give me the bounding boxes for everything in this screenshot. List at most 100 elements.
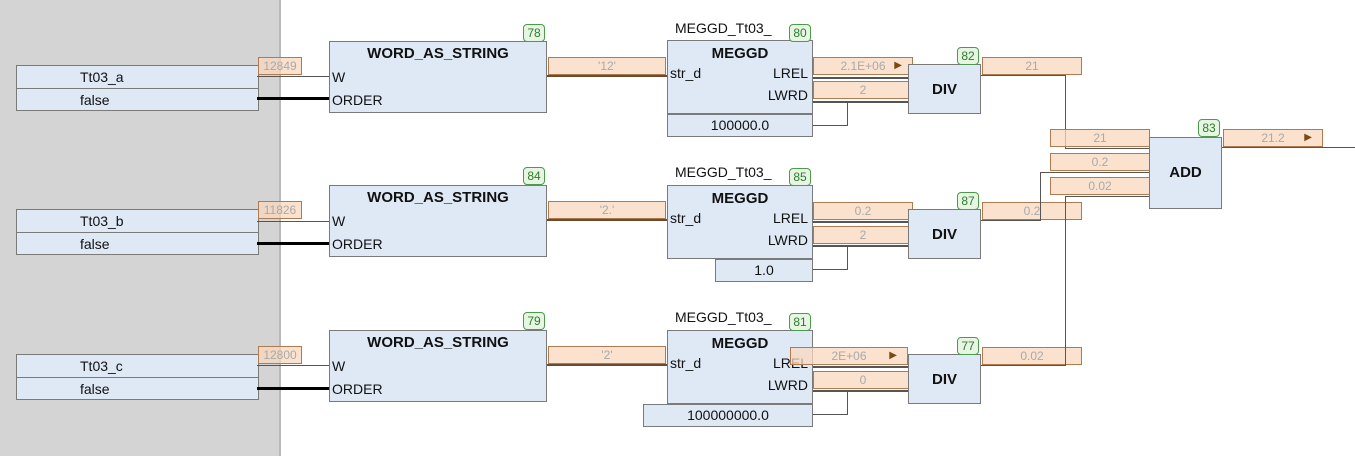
pin-lrel: LREL — [772, 210, 808, 226]
input-monitor: 12849 — [258, 57, 302, 75]
pin-w: W — [332, 213, 346, 229]
div-block[interactable]: DIV — [908, 354, 981, 404]
wire — [813, 366, 908, 368]
execution-order-badge: 80 — [789, 24, 811, 42]
meggd-instance-name[interactable]: MEGGD_Tt03_ — [675, 20, 772, 36]
word-as-string-block[interactable]: WORD_AS_STRING W ORDER — [329, 185, 547, 257]
arrow-icon: ▶ — [1304, 132, 1312, 143]
wire — [813, 77, 908, 79]
meggd-instance-name[interactable]: MEGGD_Tt03_ — [675, 309, 772, 325]
lwrd-monitor: 2 — [813, 81, 913, 99]
execution-order-badge: 82 — [957, 47, 979, 65]
meggd-block[interactable]: MEGGD str_d LREL LWRD — [667, 40, 813, 114]
wire — [547, 364, 667, 366]
input-variable-box[interactable]: Tt03_c false — [16, 354, 259, 400]
pin-str-d: str_d — [670, 355, 702, 371]
block-title: MEGGD — [711, 335, 769, 352]
arrow-icon: ▶ — [889, 350, 897, 361]
wire — [813, 269, 848, 270]
execution-order-badge: 87 — [957, 192, 979, 210]
input-variable-box[interactable]: Tt03_a false — [16, 65, 259, 111]
wire — [257, 76, 329, 77]
wire — [547, 219, 667, 221]
pin-w: W — [332, 358, 346, 374]
string-monitor: '2.' — [548, 201, 666, 219]
wire-bool — [257, 242, 329, 245]
meggd-constant[interactable]: 100000000.0 — [643, 404, 813, 427]
block-title: WORD_AS_STRING — [367, 189, 509, 206]
meggd-constant[interactable]: 1.0 — [715, 259, 813, 282]
order-value[interactable]: false — [17, 88, 258, 110]
wire — [847, 390, 848, 415]
wire-bool — [257, 387, 329, 390]
wire — [1065, 196, 1066, 366]
add-output-monitor: 21.2 ▶ — [1223, 129, 1323, 147]
word-as-string-block[interactable]: WORD_AS_STRING W ORDER — [329, 330, 547, 402]
pin-order: ORDER — [332, 92, 383, 108]
pin-order: ORDER — [332, 381, 383, 397]
block-title: MEGGD — [711, 190, 769, 207]
pin-order: ORDER — [332, 236, 383, 252]
string-monitor: '2' — [548, 346, 666, 364]
pin-str-d: str_d — [670, 65, 702, 81]
div-output-monitor: 0.2 — [982, 202, 1082, 220]
wire-bool — [257, 97, 329, 100]
wire — [1040, 172, 1150, 173]
order-value[interactable]: false — [17, 232, 258, 254]
div-block[interactable]: DIV — [908, 64, 981, 114]
wire — [847, 101, 848, 126]
meggd-constant[interactable]: 100000.0 — [667, 114, 813, 137]
pin-lwrd: LWRD — [767, 87, 808, 103]
wire — [257, 221, 329, 222]
pin-lrel: LREL — [772, 65, 808, 81]
block-title: ADD — [1169, 164, 1202, 181]
block-title: DIV — [931, 226, 957, 243]
input-monitor: 11826 — [258, 201, 302, 219]
wire — [981, 220, 1041, 221]
block-title: DIV — [931, 81, 957, 98]
add-output-value: 21.2 — [1261, 131, 1285, 145]
meggd-block[interactable]: MEGGD str_d LREL LWRD — [667, 185, 813, 259]
execution-order-badge: 83 — [1198, 119, 1220, 137]
wire — [847, 245, 848, 270]
wire — [1040, 172, 1041, 221]
wire — [547, 75, 667, 77]
wire — [1065, 196, 1150, 197]
add-block[interactable]: ADD — [1149, 137, 1222, 209]
execution-order-badge: 78 — [523, 24, 545, 42]
order-value[interactable]: false — [17, 377, 258, 399]
meggd-instance-name[interactable]: MEGGD_Tt03_ — [675, 164, 772, 180]
div-output-monitor: 21 — [982, 57, 1082, 75]
div-block[interactable]: DIV — [908, 209, 981, 259]
input-variable-name[interactable]: Tt03_b — [80, 213, 124, 229]
lrel-monitor: 2E+06 ▶ — [790, 347, 908, 365]
pin-str-d: str_d — [670, 210, 702, 226]
wire — [813, 390, 908, 392]
input-variable-name[interactable]: Tt03_c — [80, 358, 123, 374]
input-variable-box[interactable]: Tt03_b false — [16, 209, 259, 255]
block-title: WORD_AS_STRING — [367, 334, 509, 351]
input-variable-name[interactable]: Tt03_a — [80, 69, 124, 85]
pin-w: W — [332, 69, 346, 85]
execution-order-badge: 85 — [789, 168, 811, 186]
wire — [813, 101, 908, 103]
execution-order-badge: 79 — [523, 312, 545, 330]
wire — [981, 75, 1066, 76]
block-title: WORD_AS_STRING — [367, 45, 509, 62]
wire — [1065, 148, 1150, 149]
wire — [981, 365, 1066, 366]
execution-order-badge: 84 — [523, 167, 545, 185]
string-monitor: '12' — [548, 57, 666, 75]
lwrd-monitor: 2 — [813, 226, 913, 244]
lwrd-monitor: 0 — [813, 371, 913, 389]
lrel-monitor: 0.2 — [813, 202, 913, 220]
pin-lwrd: LWRD — [767, 232, 808, 248]
execution-order-badge: 77 — [957, 337, 979, 355]
lrel-monitor: 2.1E+06▶ — [813, 57, 913, 75]
lrel-value: 2E+06 — [831, 349, 867, 363]
div-output-monitor: 0.02 — [982, 347, 1082, 365]
word-as-string-block[interactable]: WORD_AS_STRING W ORDER — [329, 41, 547, 113]
add-input-monitor: 0.02 — [1050, 177, 1150, 195]
meggd-block[interactable]: MEGGD str_d LREL LWRD — [667, 330, 813, 404]
wire — [1222, 147, 1355, 148]
